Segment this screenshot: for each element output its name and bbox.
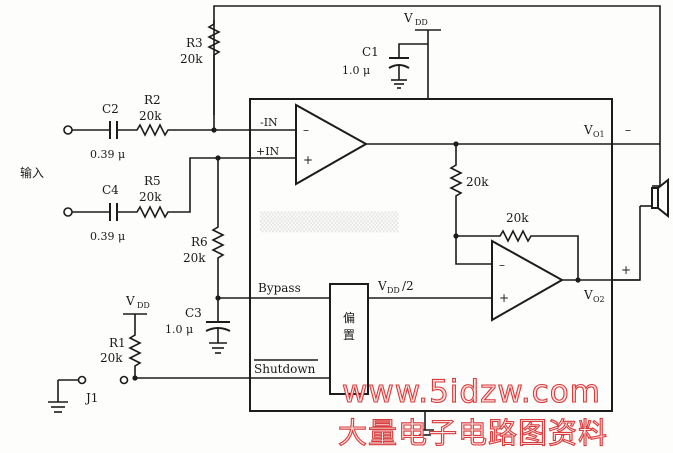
res-20k-feedback-label: 20k [506,211,529,225]
c1-plate-bottom [388,64,410,69]
r3-value: 20k [180,52,203,66]
vo2-polarity: + [621,263,631,277]
vo1-sub: O1 [593,130,605,139]
feedback-loop-wire [213,5,661,186]
opamp-1-plus: + [303,153,313,167]
r1-resistor [128,314,142,378]
bias-block [329,283,369,395]
speaker-cone [657,177,669,219]
r6-value: 20k [183,251,206,265]
opamp-1 [295,103,369,186]
opamp-2-minus: – [499,258,505,272]
input-terminal-1 [63,125,73,135]
shutdown-label: Shutdown [254,362,316,376]
c3-label: C3 [185,306,202,320]
vdd-half-label: V [377,279,387,293]
node-vo2 [575,277,581,283]
c3-value: 1.0 μ [165,323,193,336]
node-minus-in [211,127,217,133]
r5-label: R5 [144,174,161,188]
r1-label: R1 [109,336,126,350]
bypass-label: Bypass [258,281,301,295]
vo2-label: V [583,288,593,302]
r2-label: R2 [144,93,161,107]
r5-value: 20k [139,190,162,204]
c1-label: C1 [362,45,379,59]
input-label: 输入 [20,165,44,180]
c3-plate-bottom [205,327,231,332]
res-20k-feedback [456,229,579,280]
vdd-half-div: /2 [402,279,414,293]
j1-contact-right [119,375,129,385]
opamp-1-minus: – [303,123,309,137]
opamp-2 [491,239,565,322]
vdd-half-sub: DD [387,286,400,295]
plus-in-label: +IN [256,145,280,158]
c4-label: C4 [102,183,119,197]
vdd-left-label: V [125,294,135,308]
vdd-left-sub: DD [137,301,150,310]
watermark-site: www.5idzw.com [342,374,601,410]
opamp-2-plus: + [499,291,509,305]
c1-wire [398,43,428,58]
c1-value: 1.0 μ [342,64,370,77]
r3-resistor [207,20,221,130]
vdd-top-sub: DD [415,18,428,27]
j1-contact-left [77,375,87,385]
bias-label-1: 偏 [343,310,355,325]
watermark-name: 大量电子电路图资料 [338,416,608,450]
vo1-label: V [583,123,593,137]
inv2-wire [455,236,492,265]
r5-resistor [117,157,296,219]
res-20k-vertical [449,144,463,236]
c4-value: 0.39 μ [90,230,125,243]
r2-value: 20k [139,109,162,123]
bias-label-2: 置 [343,328,355,342]
c2-value: 0.39 μ [90,148,125,161]
input-terminal-2 [63,207,73,217]
faint-watermark: ▒▒▒▒▒▒▒▒▒▒ [260,211,399,233]
j1-label: J1 [84,391,98,405]
r6-resistor [211,158,225,298]
r6-label: R6 [191,235,208,249]
chip-outline [249,98,613,412]
vo1-polarity: – [625,123,631,137]
r2-resistor [117,123,296,137]
vo2-to-speaker [612,206,641,281]
minus-in-label: -IN [260,116,278,129]
vdd-top-label: V [403,11,413,25]
res-20k-vertical-label: 20k [466,175,489,189]
r1-value: 20k [100,351,123,365]
vo2-sub: O2 [593,295,605,304]
c2-label: C2 [102,102,119,116]
r3-label: R3 [186,36,203,50]
